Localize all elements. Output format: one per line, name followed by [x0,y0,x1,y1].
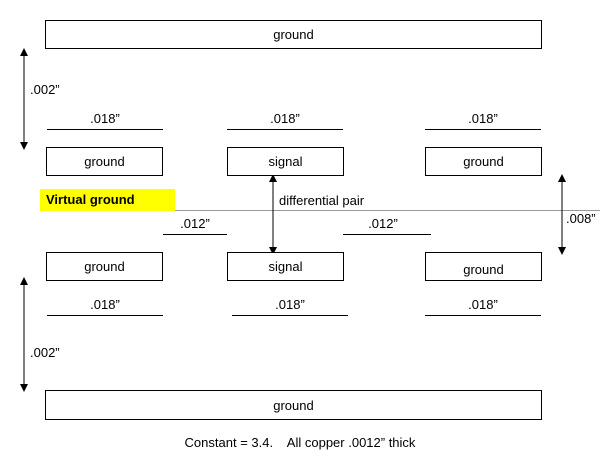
ground-trace-top-right: ground [425,147,542,176]
conductor-label: ground [84,154,125,169]
plane-spacing-bottom-label: .002” [30,345,60,360]
conductor-label: signal [268,154,303,169]
ground-trace-top-left: ground [46,147,163,176]
ground-plane-bottom: ground [45,390,542,420]
gap-label: .012” [180,216,210,231]
gap-label: .012” [368,216,398,231]
differential-pair-label: differential pair [279,193,365,208]
conductor-label: ground [84,259,125,274]
conductor-label: ground [273,27,314,42]
trace-width-label: .018” [90,111,120,126]
trace-width-label: .018” [275,297,305,312]
plane-spacing-top-label: .002” [30,82,60,97]
ground-trace-bottom-right: ground [425,252,542,281]
conductor-label: signal [268,259,303,274]
trace-width-label: .018” [270,111,300,126]
conductor-label: ground [463,154,504,169]
virtual-ground-highlight: Virtual ground [40,189,175,211]
conductor-label: ground [273,397,314,413]
conductor-label: ground [463,262,504,277]
signal-trace-bottom: signal [227,252,344,281]
trace-width-label: .018” [90,297,120,312]
trace-width-label: .018” [468,111,498,126]
ground-plane-top: ground [45,20,542,49]
ground-trace-bottom-left: ground [46,252,163,281]
footer-note: Constant = 3.4. All copper .0012” thick [184,435,416,450]
signal-trace-top: signal [227,147,344,176]
layer-spacing-label: .008” [566,211,596,226]
trace-width-label: .018” [468,297,498,312]
